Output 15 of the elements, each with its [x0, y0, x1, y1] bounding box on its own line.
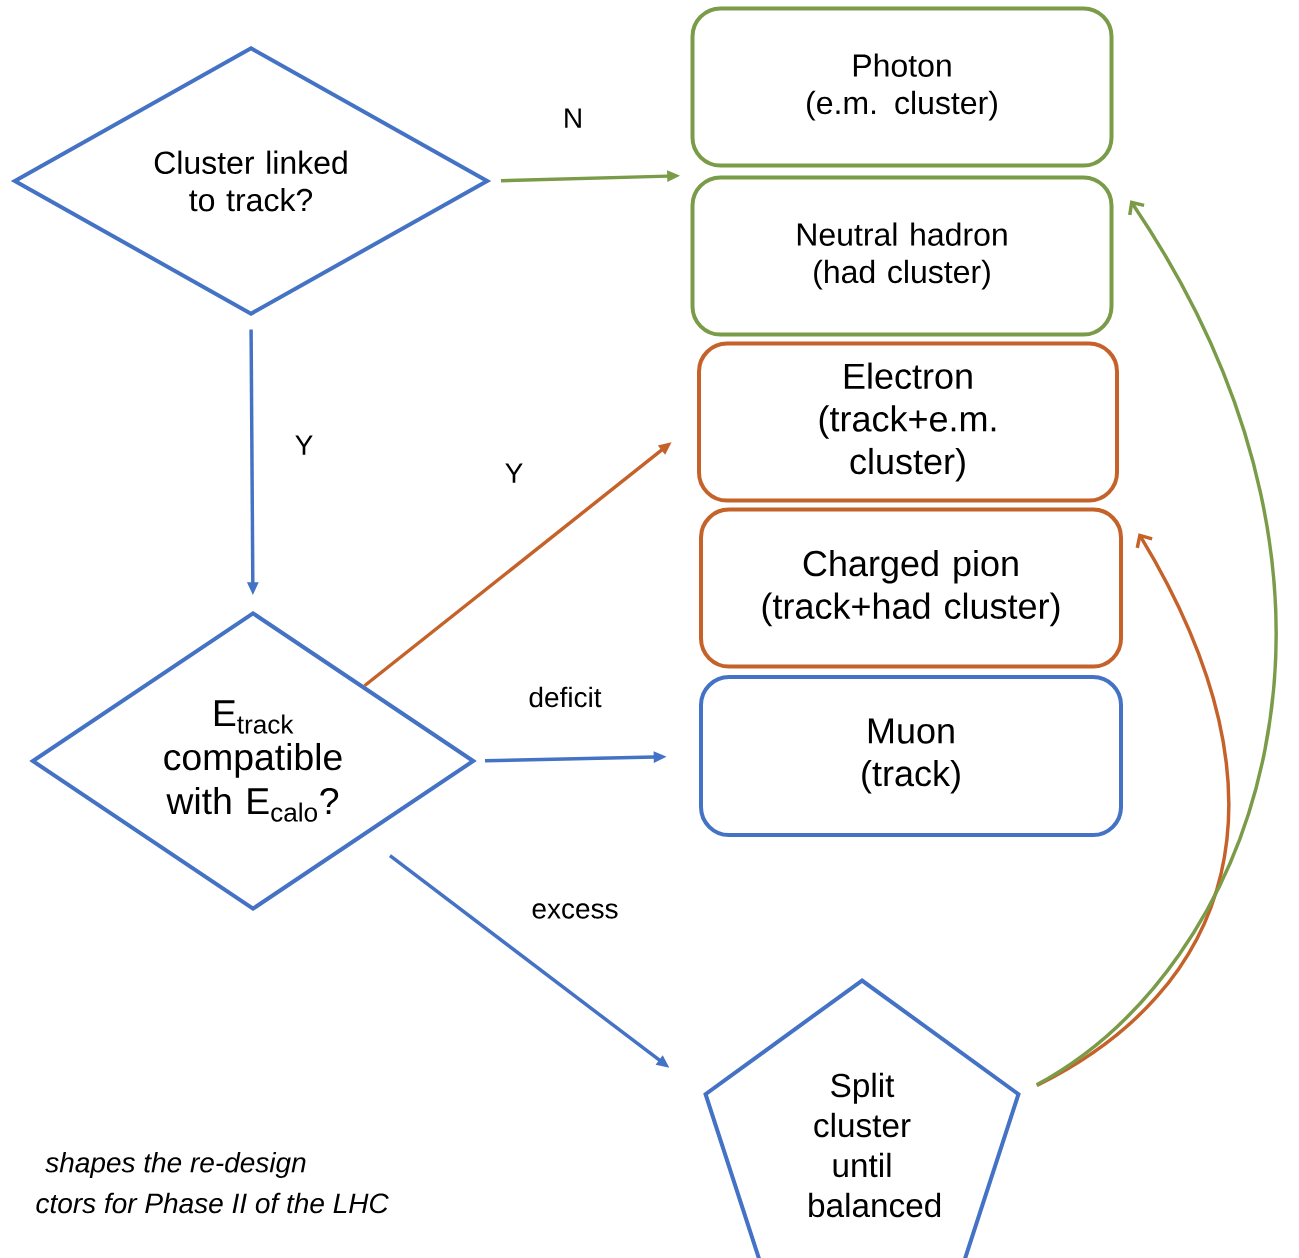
result-box: Neutral hadron (had cluster): [690, 175, 1114, 337]
edge-label: Y: [502, 460, 526, 486]
arrow: [1035, 200, 1277, 1087]
pentagon-step: Split cluster until balanced: [703, 978, 1021, 1258]
edge-label: Y: [292, 432, 316, 458]
edge-label: N: [560, 105, 586, 131]
edge-label: deficit: [525, 684, 605, 710]
result-box: Charged pion (track+had cluster): [699, 507, 1123, 669]
note-text: ctors for Phase II of the LHC: [36, 1192, 389, 1214]
result-box: Photon (e.m. cluster): [690, 6, 1114, 168]
result-box: Electron (track+e.m. cluster): [697, 341, 1119, 503]
result-box: Muon (track): [699, 675, 1123, 837]
arrow: [1036, 533, 1230, 1087]
edge-label: excess: [528, 900, 622, 922]
note-text: shapes the re-design: [45, 1151, 306, 1179]
